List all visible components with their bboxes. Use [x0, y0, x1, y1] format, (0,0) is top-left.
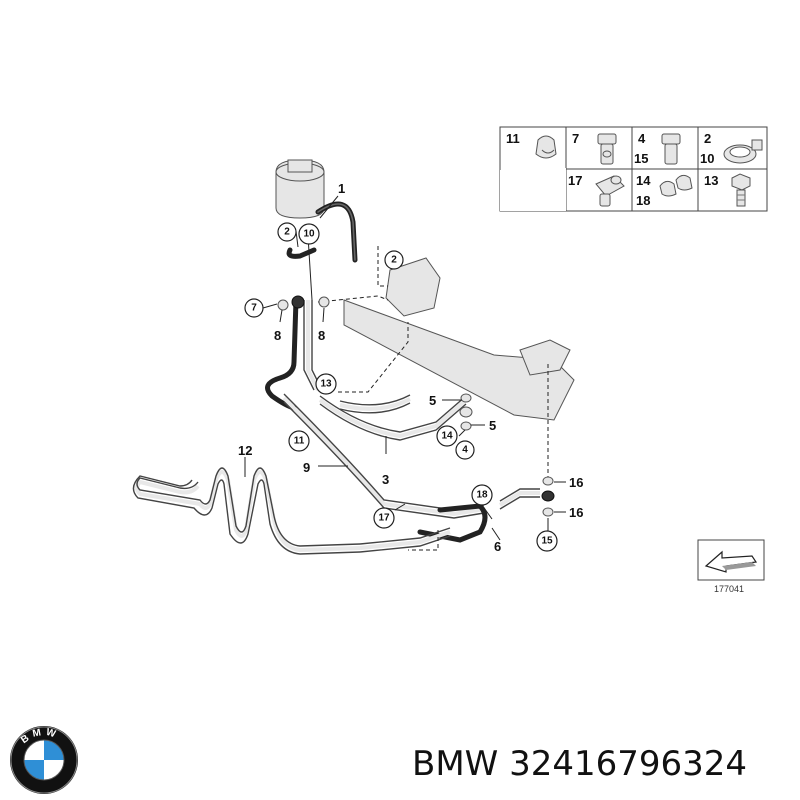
callout-5-bottom: 5	[489, 418, 496, 433]
svg-text:2: 2	[391, 255, 397, 266]
callout-17: 17	[373, 507, 395, 529]
svg-text:11: 11	[294, 436, 305, 447]
clip-icon	[535, 135, 557, 159]
legend-label-4: 4	[638, 131, 646, 146]
svg-text:14: 14	[441, 431, 453, 442]
hollow-bolt-icon	[661, 133, 681, 165]
svg-text:4: 4	[462, 445, 468, 456]
orientation-arrow-icon	[697, 539, 765, 581]
hose-clamp-icon	[723, 139, 763, 164]
callout-13: 13	[315, 373, 337, 395]
legend-label-11: 11	[506, 131, 520, 146]
callout-18: 18	[471, 484, 493, 506]
callout-12: 12	[238, 443, 252, 458]
callout-16-bottom: 16	[569, 505, 583, 520]
fluid-reservoir	[275, 159, 325, 219]
svg-text:18: 18	[476, 490, 488, 501]
callout-4: 4	[455, 440, 475, 460]
callout-10: 10	[298, 223, 320, 245]
brand-part-number-caption: BMW 32416796324	[412, 744, 748, 784]
bracket-clip-icon	[595, 175, 625, 207]
hex-bolt-icon	[731, 173, 751, 207]
legend-label-15: 15	[634, 151, 648, 166]
callout-7: 7	[244, 298, 264, 318]
callout-1: 1	[338, 181, 345, 196]
svg-text:13: 13	[320, 379, 332, 390]
svg-text:10: 10	[303, 229, 315, 240]
svg-text:15: 15	[541, 536, 553, 547]
callout-15: 15	[536, 530, 558, 552]
callout-9: 9	[303, 460, 310, 475]
legend-label-7: 7	[572, 131, 579, 146]
legend-label-10: 10	[700, 151, 714, 166]
svg-text:7: 7	[251, 303, 257, 314]
callout-16-top: 16	[569, 475, 583, 490]
legend-label-2: 2	[704, 131, 711, 146]
svg-text:2: 2	[284, 227, 290, 238]
callout-6: 6	[494, 539, 501, 554]
callout-5-top: 5	[429, 393, 436, 408]
bmw-logo: BMW	[10, 726, 78, 794]
steering-gear	[343, 257, 575, 421]
svg-text:17: 17	[378, 513, 390, 524]
diagram-reference-number: 177041	[714, 584, 744, 594]
legend-label-13: 13	[704, 173, 718, 188]
double-clip-icon	[659, 174, 693, 197]
parts-legend: 11 7 4 15 2 10 17	[499, 126, 768, 212]
callout-2-left: 2	[277, 222, 297, 242]
callout-8-left: 8	[274, 328, 281, 343]
callout-11: 11	[288, 430, 310, 452]
callout-8-right: 8	[318, 328, 325, 343]
legend-label-14: 14	[636, 173, 651, 188]
fittings	[277, 295, 555, 517]
legend-label-17: 17	[568, 173, 582, 188]
callout-14: 14	[436, 425, 458, 447]
legend-label-18: 18	[636, 193, 650, 208]
callout-3: 3	[382, 472, 389, 487]
banjo-bolt-icon	[597, 133, 617, 165]
callout-2-right: 2	[384, 250, 404, 270]
